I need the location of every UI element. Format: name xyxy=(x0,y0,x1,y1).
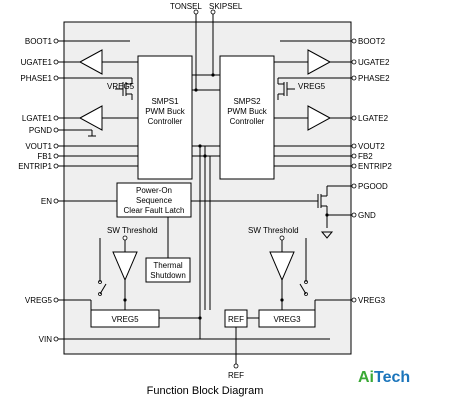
lgate1-driver xyxy=(78,105,138,131)
pin-lgate1 xyxy=(53,115,59,121)
pin-vout2 xyxy=(351,143,357,149)
label-entrip2: ENTRIP2 xyxy=(358,162,392,171)
pin-vreg3 xyxy=(351,297,357,303)
brand-logo: AiTech xyxy=(358,369,410,386)
smps1-line1: SMPS1 xyxy=(151,97,179,106)
label-pgnd: PGND xyxy=(29,126,52,135)
switch-right xyxy=(299,238,308,296)
ugate1-driver xyxy=(78,49,138,75)
sw-threshold-right-label: SW Threshold xyxy=(248,226,299,235)
pin-phase1 xyxy=(53,75,59,81)
pin-boot1 xyxy=(53,38,59,44)
pin-en xyxy=(53,198,59,204)
poweron-line3: Clear Fault Latch xyxy=(124,206,185,215)
smps2-block: SMPS2 PWM Buck Controller xyxy=(219,55,275,180)
smps1-block: SMPS1 PWM Buck Controller xyxy=(137,55,193,180)
pin-vout1 xyxy=(53,143,59,149)
vreg5-block-label: VREG5 xyxy=(111,315,139,324)
pin-entrip2 xyxy=(351,163,357,169)
thermal-line2: Shutdown xyxy=(150,271,186,280)
power-on-sequence-block: Power-On Sequence Clear Fault Latch xyxy=(116,182,192,218)
pin-fb2 xyxy=(351,153,357,159)
thermal-shutdown-block: Thermal Shutdown xyxy=(145,257,191,283)
pin-pgnd xyxy=(53,127,59,133)
label-skipsel: SKIPSEL xyxy=(209,2,243,11)
driver-label-right: VREG5 xyxy=(298,82,326,91)
ugate2-driver xyxy=(274,49,332,75)
pin-boot2 xyxy=(351,38,357,44)
label-fb2: FB2 xyxy=(358,152,373,161)
pgood-transistor xyxy=(191,185,355,239)
thermal-line1: Thermal xyxy=(153,261,183,270)
switch-left xyxy=(98,238,107,296)
vreg3-block-label: VREG3 xyxy=(273,315,301,324)
vreg5-block: VREG5 xyxy=(90,309,160,328)
label-vreg3: VREG3 xyxy=(358,296,386,305)
smps1-line3: Controller xyxy=(148,117,183,126)
label-vreg5: VREG5 xyxy=(25,296,53,305)
pin-vin xyxy=(53,336,59,342)
pin-tonsel xyxy=(193,9,199,15)
smps2-line2: PWM Buck xyxy=(227,107,268,116)
label-vout1: VOUT1 xyxy=(25,142,52,151)
smps2-line3: Controller xyxy=(230,117,265,126)
sw-threshold-left: SW Threshold xyxy=(107,226,158,310)
label-vout2: VOUT2 xyxy=(358,142,385,151)
driver-label-left: VREG5 xyxy=(107,82,135,91)
label-phase1: PHASE1 xyxy=(20,74,52,83)
pin-ugate1 xyxy=(53,59,59,65)
pin-fb1 xyxy=(53,153,59,159)
label-en: EN xyxy=(41,197,52,206)
label-boot1: BOOT1 xyxy=(25,37,53,46)
smps1-line2: PWM Buck xyxy=(145,107,186,116)
label-gnd: GND xyxy=(358,211,376,220)
label-ugate2: UGATE2 xyxy=(358,58,390,67)
pin-gnd xyxy=(351,212,357,218)
vreg3-block: VREG3 xyxy=(258,309,316,328)
label-ref: REF xyxy=(228,371,244,380)
brand-part2: Tech xyxy=(374,369,410,386)
label-tonsel: TONSEL xyxy=(170,2,202,11)
diagram-caption: Function Block Diagram xyxy=(147,385,264,397)
sw-threshold-left-label: SW Threshold xyxy=(107,226,158,235)
pin-skipsel xyxy=(210,9,216,15)
ref-block: REF xyxy=(224,309,248,328)
label-lgate2: LGATE2 xyxy=(358,114,389,123)
pin-phase2 xyxy=(351,75,357,81)
poweron-line2: Sequence xyxy=(136,196,173,205)
label-ugate1: UGATE1 xyxy=(21,58,53,67)
lgate2-driver xyxy=(274,105,332,131)
pin-entrip1 xyxy=(53,163,59,169)
chip-outline xyxy=(63,21,352,355)
pin-lgate2 xyxy=(351,115,357,121)
mosfet-right xyxy=(277,78,295,100)
label-phase2: PHASE2 xyxy=(358,74,390,83)
pin-pgood xyxy=(351,183,357,189)
label-entrip1: ENTRIP1 xyxy=(18,162,52,171)
pin-ref xyxy=(233,363,239,369)
smps2-line1: SMPS2 xyxy=(233,97,261,106)
poweron-line1: Power-On xyxy=(136,186,172,195)
mosfet-left xyxy=(115,78,133,100)
brand-part1: Ai xyxy=(358,369,374,386)
label-boot2: BOOT2 xyxy=(358,37,386,46)
label-pgood: PGOOD xyxy=(358,182,388,191)
pin-vreg5 xyxy=(53,297,59,303)
label-vin: VIN xyxy=(39,335,53,344)
sw-threshold-right: SW Threshold xyxy=(248,226,299,310)
label-lgate1: LGATE1 xyxy=(22,114,53,123)
label-fb1: FB1 xyxy=(37,152,52,161)
pin-ugate2 xyxy=(351,59,357,65)
ref-block-label: REF xyxy=(228,315,244,324)
